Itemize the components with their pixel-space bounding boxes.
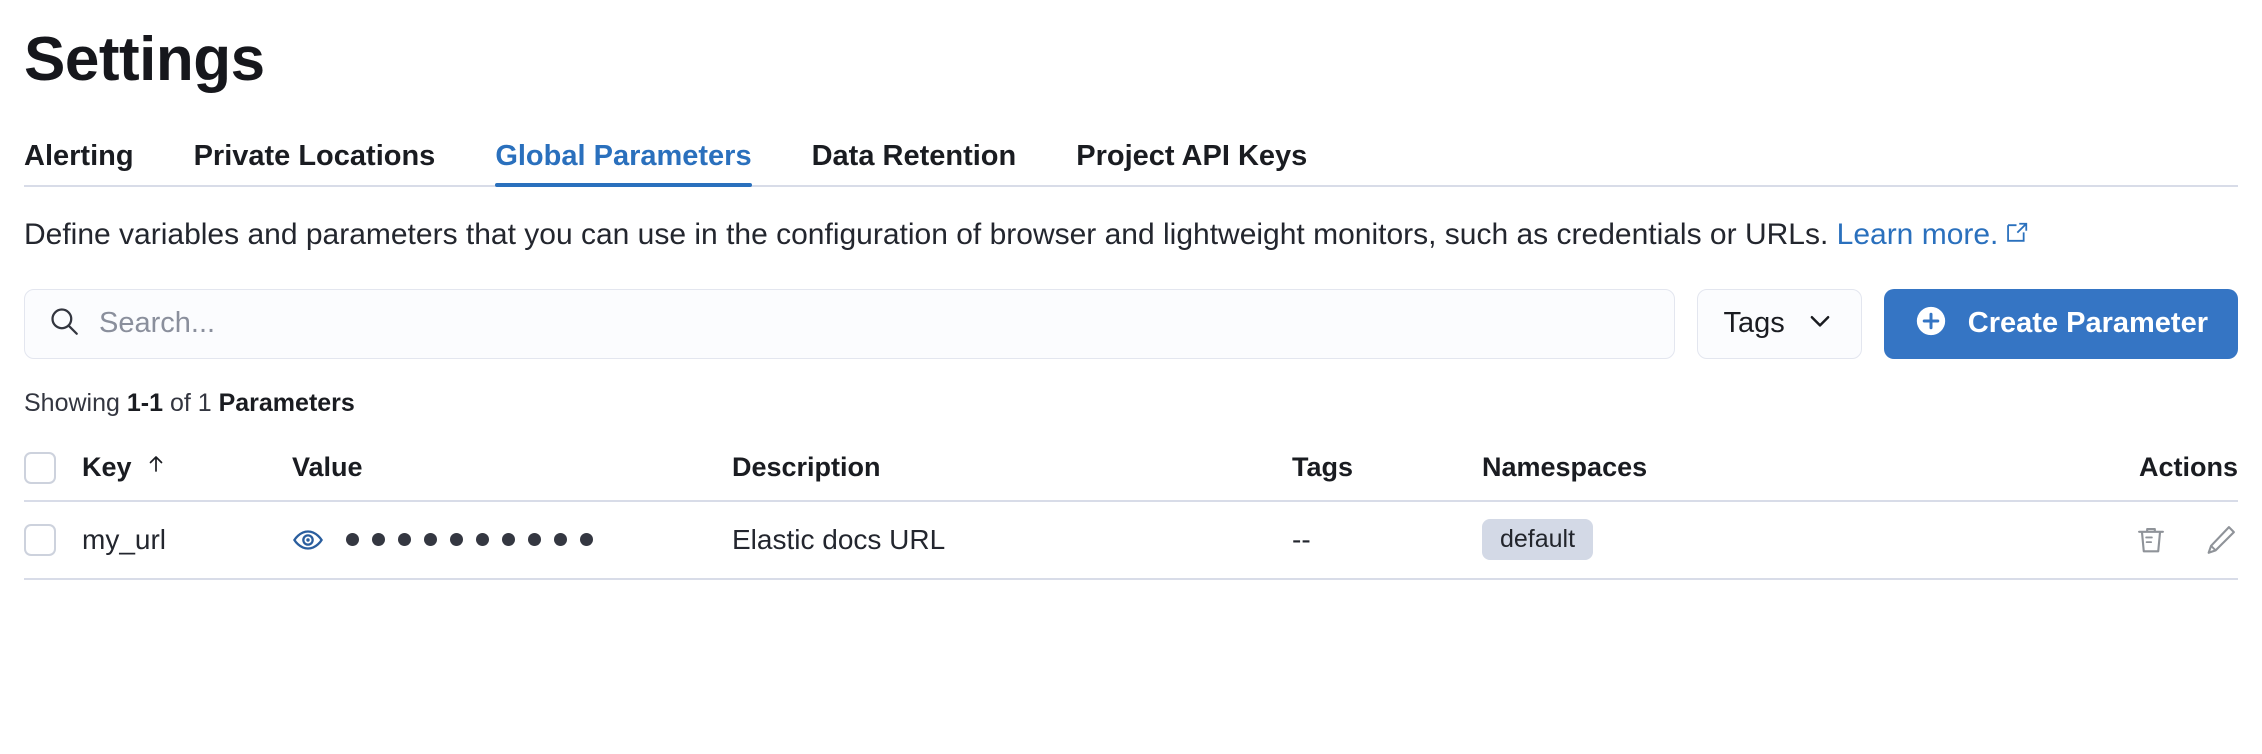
chevron-down-icon [1805,306,1835,341]
table-row: my_url [24,502,2238,580]
column-header-description[interactable]: Description [732,452,1292,483]
results-prefix: Showing [24,388,127,417]
namespace-badge: default [1482,519,1594,561]
results-count: Showing 1-1 of 1 Parameters [24,389,2238,418]
mask-dot [580,533,593,547]
results-noun: Parameters [218,388,355,417]
tab-global-parameters[interactable]: Global Parameters [465,140,781,188]
cell-value [292,524,732,556]
cell-tags-value: -- [1292,523,1311,555]
search-icon [47,304,81,343]
mask-dot [450,533,463,547]
tags-filter-button[interactable]: Tags [1696,288,1862,359]
learn-more-link[interactable]: Learn more. [1837,218,2031,251]
column-header-actions: Actions [2068,452,2238,483]
page-title: Settings [24,25,265,94]
results-range: 1-1 [126,388,163,417]
sort-arrow-up-icon [144,452,168,483]
cell-description-value: Elastic docs URL [732,523,946,555]
parameters-table: Key Value Description Tags Namespaces [24,436,2238,580]
settings-tabs: Alerting Private Locations Global Parame… [24,129,2238,188]
tab-label: Data Retention [811,140,1017,173]
row-select-cell [24,523,82,556]
mask-dot [476,533,489,547]
table-header-row: Key Value Description Tags Namespaces [24,436,2238,502]
page-description: Define variables and parameters that you… [24,214,2204,259]
column-header-value-label: Value [292,452,363,483]
masked-value-dots [346,533,593,547]
tab-label: Global Parameters [495,140,752,173]
description-text: Define variables and parameters that you… [24,218,1829,252]
mask-dot [372,533,385,547]
mask-dot [554,533,567,547]
mask-dot [424,533,437,547]
cell-key: my_url [82,524,292,556]
learn-more-label: Learn more. [1836,218,1999,252]
select-all-cell [24,451,82,484]
tab-label: Alerting [24,140,134,173]
column-header-value[interactable]: Value [292,452,732,483]
plus-circle-icon [1914,304,1948,343]
eye-icon[interactable] [292,524,324,556]
column-header-namespaces[interactable]: Namespaces [1482,452,2068,483]
column-header-tags-label: Tags [1292,452,1354,483]
external-link-icon [2004,216,2030,259]
search-box[interactable] [24,288,1675,359]
row-select-checkbox[interactable] [24,523,56,556]
tab-alerting[interactable]: Alerting [24,142,164,185]
mask-dot [398,533,411,547]
cell-description: Elastic docs URL [732,524,1292,556]
cell-actions [2068,523,2238,557]
pencil-icon[interactable] [2204,523,2238,557]
tab-label: Project API Keys [1076,140,1308,173]
search-input[interactable] [99,307,1652,341]
tab-data-retention[interactable]: Data Retention [782,142,1047,185]
results-middle: of 1 [163,388,219,417]
mask-dot [346,533,359,547]
column-header-key[interactable]: Key [82,452,292,483]
cell-tags: -- [1292,524,1482,556]
tab-label: Private Locations [193,140,436,173]
select-all-checkbox[interactable] [24,451,56,484]
cell-key-value: my_url [82,523,167,555]
column-header-tags[interactable]: Tags [1292,452,1482,483]
controls-row: Tags Create Parameter [24,288,2238,359]
cell-namespaces: default [1482,519,2068,561]
column-header-actions-label: Actions [2138,452,2238,483]
create-parameter-label: Create Parameter [1967,307,2208,340]
column-header-key-label: Key [82,452,132,483]
column-header-description-label: Description [732,452,881,483]
mask-dot [502,533,515,547]
column-header-namespaces-label: Namespaces [1482,452,1648,483]
create-parameter-button[interactable]: Create Parameter [1883,288,2238,359]
tab-project-api-keys[interactable]: Project API Keys [1046,142,1337,185]
tags-filter-label: Tags [1723,307,1785,340]
tab-private-locations[interactable]: Private Locations [164,142,466,185]
trash-icon[interactable] [2134,523,2168,557]
mask-dot [528,533,541,547]
